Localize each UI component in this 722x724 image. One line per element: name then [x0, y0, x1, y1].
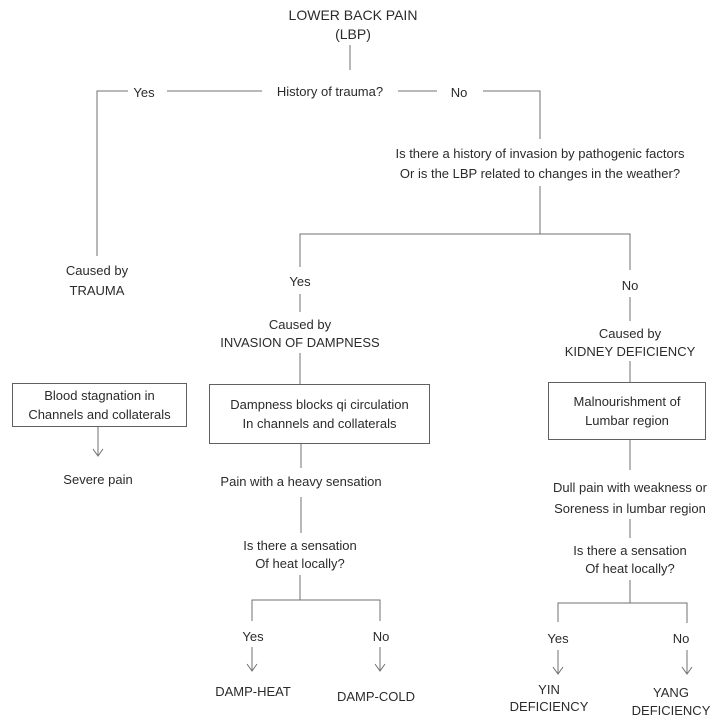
- symptom-severe-pain: Severe pain: [63, 472, 133, 487]
- question-heat-right-line2: Of heat locally?: [585, 561, 675, 576]
- branch-label-no-heat-mid: No: [372, 629, 390, 644]
- outcome-yang-deficiency: YANG DEFICIENCY: [632, 684, 711, 720]
- edge-heatq-right-split: [557, 602, 688, 623]
- box-malnourishment-line2: Lumbar region: [585, 413, 669, 428]
- question-heat-sensation-right: Is there a sensation Of heat locally?: [573, 542, 686, 578]
- branch-label-no-heat-right: No: [672, 631, 690, 646]
- box-blood-stagnation-line1: Blood stagnation in: [44, 388, 155, 403]
- start-node-line2: (LBP): [335, 26, 371, 42]
- symptom-dull-pain-line1: Dull pain with weakness or: [553, 480, 707, 495]
- arrow-to-yang: [681, 650, 693, 675]
- box-dampness-blocks-line1: Dampness blocks qi circulation: [230, 397, 409, 412]
- branch-label-yes-heat-right: Yes: [547, 631, 569, 646]
- outcome-yin-line2: DEFICIENCY: [509, 699, 589, 714]
- question-heat-sensation-mid: Is there a sensation Of heat locally?: [243, 537, 356, 573]
- box-dampness-blocks-qi: Dampness blocks qi circulation In channe…: [209, 384, 430, 444]
- box-blood-stagnation: Blood stagnation in Channels and collate…: [12, 383, 187, 427]
- symptom-dull-pain-line2: Soreness in lumbar region: [554, 501, 706, 516]
- cause-kidney-deficiency: Caused by KIDNEY DEFICIENCY: [565, 325, 696, 361]
- arrow-bloodbox-to-severe-pain: [92, 425, 104, 457]
- outcome-damp-cold: DAMP-COLD: [336, 689, 416, 704]
- question-pathogenic-factors: Is there a history of invasion by pathog…: [395, 144, 684, 184]
- outcome-yang-line2: DEFICIENCY: [631, 703, 711, 718]
- question-pathogenic-line2: Or is the LBP related to changes in the …: [399, 166, 681, 181]
- outcome-yin-line1: YIN: [538, 682, 560, 697]
- question-heat-mid-line1: Is there a sensation: [243, 538, 357, 553]
- outcome-yang-line1: YANG: [653, 685, 689, 700]
- arrow-to-damp-cold: [374, 647, 386, 672]
- arrow-to-yin: [552, 650, 564, 675]
- edge-heatq-mid-split: [251, 599, 381, 621]
- start-node-line1: LOWER BACK PAIN: [288, 7, 418, 23]
- start-node-lower-back-pain: LOWER BACK PAIN (LBP): [289, 6, 418, 44]
- question-heat-right-line1: Is there a sensation: [573, 543, 687, 558]
- box-blood-stagnation-line2: Channels and collaterals: [28, 407, 171, 422]
- box-malnourishment-line1: Malnourishment of: [573, 394, 681, 409]
- cause-trauma-line1: Caused by: [65, 263, 129, 278]
- question-history-of-trauma: History of trauma?: [276, 84, 384, 99]
- branch-label-yes-heat-mid: Yes: [242, 629, 264, 644]
- question-heat-mid-line2: Of heat locally?: [255, 556, 345, 571]
- symptom-dull-pain: Dull pain with weakness or Soreness in l…: [553, 477, 707, 519]
- outcome-damp-heat: DAMP-HEAT: [215, 684, 291, 699]
- question-pathogenic-line1: Is there a history of invasion by pathog…: [395, 146, 685, 161]
- branch-label-yes-trauma: Yes: [133, 85, 155, 100]
- cause-trauma-line2: TRAUMA: [69, 283, 125, 298]
- branch-label-yes-pathogenic: Yes: [289, 274, 311, 289]
- cause-dampness-line2: INVASION OF DAMPNESS: [220, 335, 380, 350]
- cause-kidney-line1: Caused by: [598, 326, 662, 341]
- branch-label-no-pathogenic: No: [621, 278, 639, 293]
- cause-invasion-of-dampness: Caused by INVASION OF DAMPNESS: [220, 316, 379, 352]
- cause-kidney-line2: KIDNEY DEFICIENCY: [564, 344, 696, 359]
- symptom-heavy-pain: Pain with a heavy sensation: [220, 474, 382, 489]
- cause-trauma: Caused by TRAUMA: [66, 261, 128, 301]
- box-malnourishment: Malnourishment of Lumbar region: [548, 382, 706, 440]
- edge-no-corner-right: [483, 90, 541, 139]
- box-dampness-blocks-line2: In channels and collaterals: [242, 416, 397, 431]
- branch-label-no-trauma: No: [450, 85, 468, 100]
- outcome-yin-deficiency: YIN DEFICIENCY: [510, 681, 589, 715]
- edge-pathogenic-split: [299, 233, 631, 270]
- arrow-to-damp-heat: [246, 647, 258, 672]
- edge-yes-corner-left: [96, 90, 128, 256]
- cause-dampness-line1: Caused by: [268, 317, 332, 332]
